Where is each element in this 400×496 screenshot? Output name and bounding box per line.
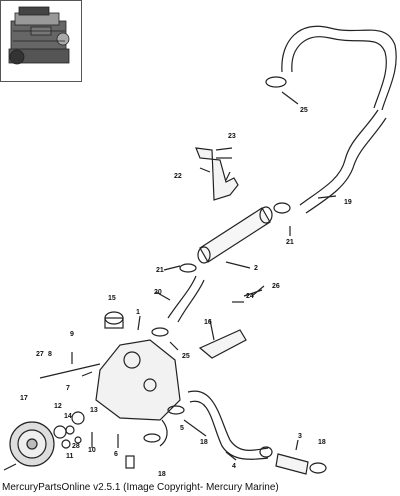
callout-14: 14 bbox=[64, 413, 72, 420]
clamp-18-low[interactable] bbox=[143, 433, 161, 443]
callout-8: 8 bbox=[48, 351, 52, 358]
part-13[interactable] bbox=[71, 411, 85, 425]
part-26[interactable] bbox=[243, 289, 263, 297]
heat-exchanger-2[interactable] bbox=[199, 207, 271, 263]
callout-18-low: 18 bbox=[158, 471, 166, 478]
callout-24: 24 bbox=[246, 293, 254, 300]
callout-1: 1 bbox=[136, 309, 140, 316]
callout-12: 12 bbox=[54, 403, 62, 410]
callout-21-upper: 21 bbox=[286, 239, 294, 246]
clamp-25-mid[interactable] bbox=[151, 327, 169, 337]
pump-housing-1[interactable] bbox=[95, 339, 181, 421]
clamp-18-mid[interactable] bbox=[167, 405, 185, 415]
engine-thumbnail[interactable] bbox=[0, 0, 82, 82]
bracket-22[interactable] bbox=[195, 147, 239, 201]
hose-4[interactable] bbox=[187, 390, 269, 451]
clamp-18-right[interactable] bbox=[309, 462, 327, 474]
callout-5: 5 bbox=[180, 425, 184, 432]
part-28[interactable] bbox=[74, 436, 82, 444]
part-3[interactable] bbox=[275, 453, 309, 475]
callout-13: 13 bbox=[90, 407, 98, 414]
callout-16: 16 bbox=[204, 319, 212, 326]
engine-thumbnail-icon bbox=[8, 6, 70, 65]
callout-7: 7 bbox=[66, 385, 70, 392]
callout-22: 22 bbox=[174, 173, 182, 180]
clamp-21-lower[interactable] bbox=[179, 263, 197, 273]
part-6-bracket[interactable] bbox=[125, 455, 135, 469]
part-11[interactable] bbox=[61, 439, 71, 449]
hose-20[interactable] bbox=[167, 275, 197, 319]
copyright-footer: MercuryPartsOnline v2.5.1 (Image Copyrig… bbox=[2, 482, 279, 493]
callout-3: 3 bbox=[298, 433, 302, 440]
callout-17: 17 bbox=[20, 395, 28, 402]
callout-25-mid: 25 bbox=[182, 353, 190, 360]
clamp-21-upper[interactable] bbox=[273, 202, 291, 214]
callout-6: 6 bbox=[114, 451, 118, 458]
hose-19[interactable] bbox=[281, 25, 397, 111]
callout-21-lower: 21 bbox=[156, 267, 164, 274]
callout-26: 26 bbox=[272, 283, 280, 290]
clamp-25-top[interactable] bbox=[265, 76, 287, 88]
callout-27: 27 bbox=[36, 351, 44, 358]
callout-4: 4 bbox=[232, 463, 236, 470]
bracket-16[interactable] bbox=[198, 329, 247, 359]
bolt-7[interactable] bbox=[81, 371, 93, 377]
hose-5[interactable] bbox=[159, 419, 168, 447]
callout-18-right: 18 bbox=[318, 439, 326, 446]
bolt-23[interactable] bbox=[215, 147, 233, 151]
callout-19: 19 bbox=[344, 199, 352, 206]
stud-27[interactable] bbox=[39, 363, 101, 379]
callout-10: 10 bbox=[88, 447, 96, 454]
callout-11: 11 bbox=[66, 453, 74, 460]
callout-18-mid: 18 bbox=[200, 439, 208, 446]
callout-20: 20 bbox=[154, 289, 162, 296]
callout-25-top: 25 bbox=[300, 107, 308, 114]
callout-2: 2 bbox=[254, 265, 258, 272]
callout-15: 15 bbox=[108, 295, 116, 302]
callout-28: 28 bbox=[72, 443, 80, 450]
clamp-4[interactable] bbox=[259, 446, 273, 458]
callout-23: 23 bbox=[228, 133, 236, 140]
part-14[interactable] bbox=[65, 425, 75, 435]
part-12[interactable] bbox=[53, 425, 67, 439]
callout-9: 9 bbox=[70, 331, 74, 338]
